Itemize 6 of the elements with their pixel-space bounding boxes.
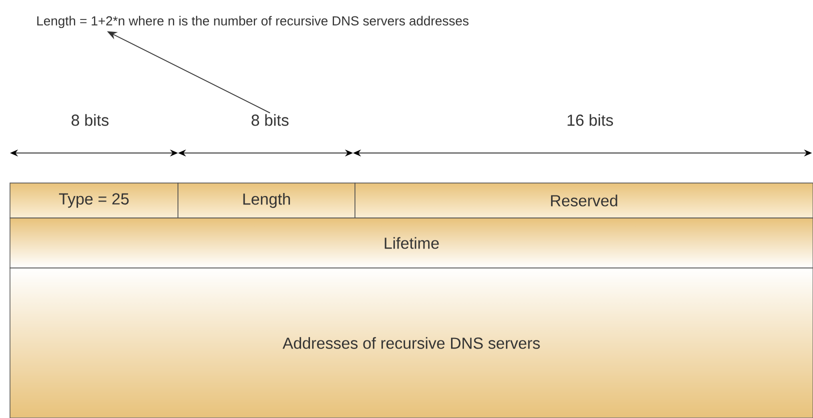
field-box: Length [178, 182, 356, 218]
bit-width-label: 16 bits [568, 114, 613, 126]
annotation-text: Length = 1+2*n where n is the number of recursive DNS servers addresses [37, 16, 468, 28]
bit-width-label: 8 bits [72, 114, 109, 126]
field-box: Type = 25 [10, 182, 178, 218]
bit-width-label: 8 bits [252, 114, 289, 126]
